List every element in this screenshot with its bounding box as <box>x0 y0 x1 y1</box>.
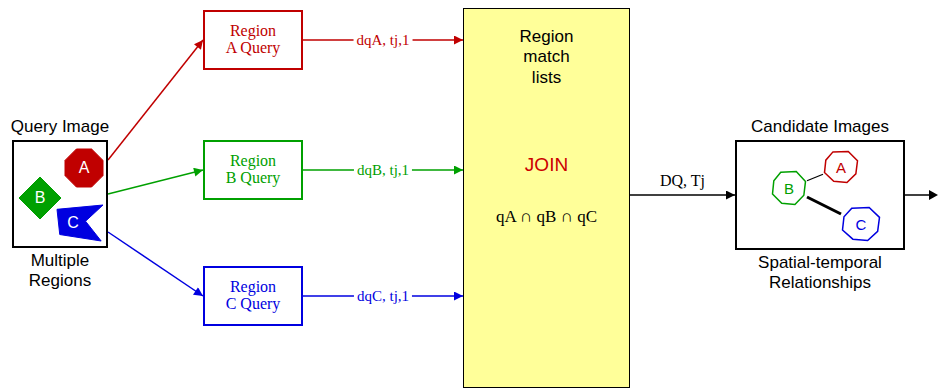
join-box: Region match listsJOIN qA ∩ qB ∩ qC <box>463 8 630 388</box>
edge-label: DQ, Tj <box>657 172 708 190</box>
join-formula: qA ∩ qB ∩ qC <box>472 207 622 227</box>
region-shape: C <box>56 204 104 242</box>
candidate-box: Candidate ImagesSpatial-temporal Relatio… <box>735 140 905 250</box>
output-arrow <box>905 194 929 196</box>
query-arrow <box>108 232 203 296</box>
shape-outline <box>56 204 104 242</box>
shape-polygon <box>773 172 806 205</box>
result-arrow <box>630 194 735 196</box>
region-query-label: Region A Query <box>225 23 281 57</box>
candidate-letter: A <box>836 160 846 175</box>
candidate-region: C <box>841 206 881 242</box>
region-letter: C <box>67 215 93 231</box>
shape-polygon <box>65 149 103 187</box>
query-arrow <box>108 170 203 194</box>
region-letter: A <box>79 160 90 176</box>
output-arrowhead <box>929 190 938 200</box>
query-arrow <box>108 40 203 160</box>
region-letter: B <box>35 190 46 206</box>
region-query-label: Region B Query <box>225 153 281 187</box>
candidate-caption: Spatial-temporal Relationships <box>740 253 900 292</box>
edge-label: dqB, tj,1 <box>354 162 412 179</box>
region-query-box: Region B Query <box>203 140 303 200</box>
region-query-box: Region A Query <box>203 10 303 70</box>
candidate-letter: C <box>856 217 867 232</box>
image-heading: Query Image <box>8 117 112 137</box>
shape-polygon <box>19 177 61 219</box>
join-heading: Region match lists <box>507 27 587 88</box>
relation-line <box>807 174 823 180</box>
candidate-region: B <box>771 170 807 206</box>
relation-line <box>807 197 841 214</box>
region-query-label: Region C Query <box>225 279 281 313</box>
edge-label: dqC, tj,1 <box>354 288 412 305</box>
join-label: JOIN <box>487 154 607 177</box>
region-shape: A <box>64 148 104 188</box>
region-query-box: Region C Query <box>203 266 303 326</box>
candidate-letter: B <box>784 181 794 196</box>
query-image-box: Query ImageMultiple RegionsABC <box>12 140 108 248</box>
edge-label: dqA, tj,1 <box>354 32 413 49</box>
shape-polygon <box>843 208 880 241</box>
shape-polygon <box>825 152 858 183</box>
candidate-region: A <box>823 150 859 184</box>
candidate-heading: Candidate Images <box>745 117 895 137</box>
image-caption: Multiple Regions <box>10 251 110 290</box>
region-shape: B <box>18 176 62 220</box>
shape-polygon <box>57 205 103 241</box>
